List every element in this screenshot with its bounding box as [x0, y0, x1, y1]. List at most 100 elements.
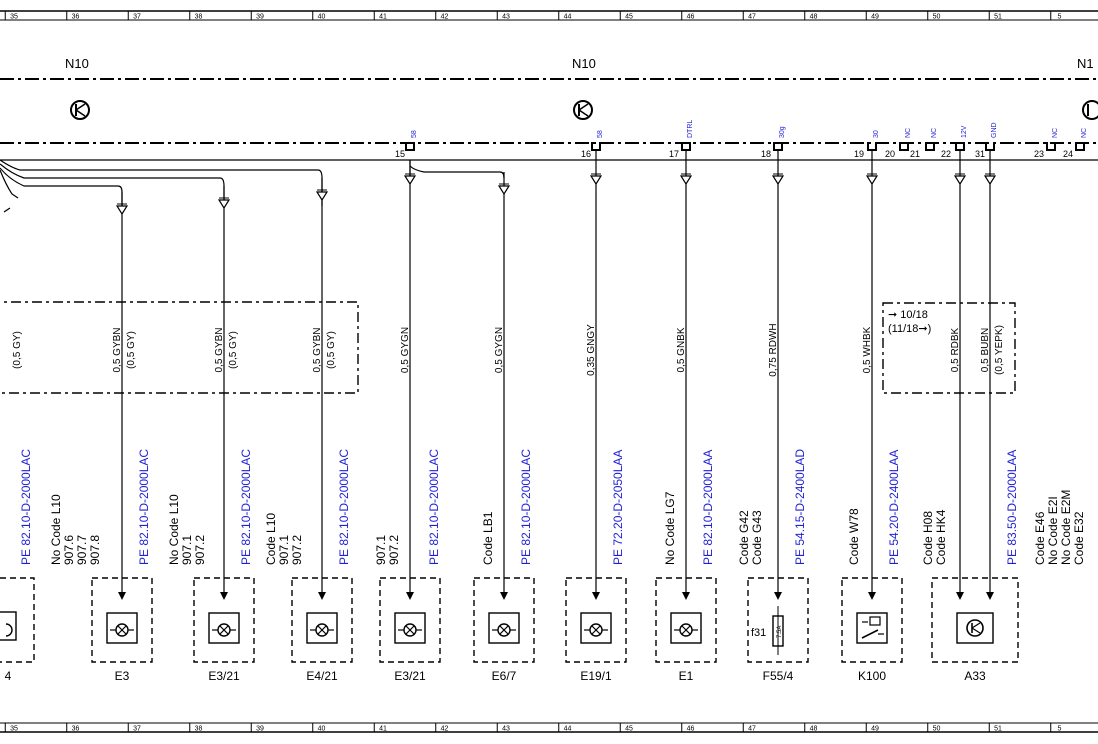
- component-label: E3: [115, 669, 130, 683]
- code-note: Code W78: [847, 508, 861, 565]
- wire-label: 0,35 GNGY: [586, 324, 597, 376]
- code-note-line: 907.1: [180, 535, 194, 565]
- code-note-line: 907.2: [193, 535, 207, 565]
- pin-number: 21: [910, 149, 920, 159]
- code-note-line: 907.7: [75, 535, 89, 565]
- connector-pin: 30 19: [854, 130, 880, 159]
- ruler-number: 50: [933, 14, 941, 21]
- wire-label: 0,5 RDBK: [950, 327, 961, 372]
- code-note: No Code LG7: [663, 491, 677, 565]
- control-unit-symbol-icon: [966, 619, 984, 637]
- component-label: E3/21: [394, 669, 426, 683]
- pin-number: 19: [854, 149, 864, 159]
- wire-label: 0,5 GNBK: [676, 327, 687, 372]
- document-reference-link[interactable]: PE 82.10-D-2000LAC: [19, 449, 33, 565]
- document-reference-link[interactable]: PE 82.10-D-2000LAA: [701, 450, 715, 565]
- ruler-number: 51: [994, 726, 1002, 733]
- document-reference-link[interactable]: PE 83.50-D-2000LAA: [1005, 450, 1019, 565]
- code-note-line: No Code E2M: [1059, 490, 1073, 565]
- ruler-number: 43: [502, 726, 510, 733]
- component-label: E1: [679, 669, 694, 683]
- ruler-number: 44: [564, 726, 572, 733]
- pin-signal-label: 58: [597, 130, 604, 138]
- code-note-line: Code G43: [750, 510, 764, 565]
- pin-number: 24: [1063, 149, 1073, 159]
- document-reference-link[interactable]: PE 54.15-D-2400LAD: [793, 449, 807, 565]
- code-note: Code LB1: [481, 511, 495, 565]
- ruler-number: 46: [687, 14, 695, 21]
- svg-text:(11/18➞): (11/18➞): [888, 323, 931, 335]
- wire-label-alt: (0,5 GY): [126, 331, 137, 369]
- component-label: F55/4: [763, 669, 794, 683]
- lamp-icon: [398, 623, 422, 637]
- pin-signal-label: DTRL: [687, 120, 694, 138]
- code-note-line: Code LB1: [481, 511, 495, 565]
- pin-number: 18: [761, 149, 771, 159]
- component-label: E3/21: [208, 669, 240, 683]
- component-e6-7: E6/7: [473, 577, 535, 683]
- module-label: N1: [1077, 56, 1094, 71]
- code-note-line: Code HK4: [934, 509, 948, 565]
- ruler-number: 39: [256, 14, 264, 21]
- module-label: N10: [572, 56, 596, 71]
- document-reference-link[interactable]: PE 82.10-D-2000LAC: [519, 449, 533, 565]
- pin-signal-label: 58: [411, 130, 418, 138]
- ruler-number: 45: [625, 726, 633, 733]
- pin-signal-label: 30: [873, 130, 880, 138]
- ruler-number: 44: [564, 14, 572, 21]
- component-e4-21: E4/21: [291, 577, 353, 683]
- pin-signal-label: 12V: [961, 125, 968, 138]
- date-note: ➞ 10/18 (11/18➞): [888, 309, 931, 335]
- document-reference-link[interactable]: PE 54.20-D-2400LAA: [887, 450, 901, 565]
- document-reference-link[interactable]: PE 82.10-D-2000LAC: [427, 449, 441, 565]
- component-label: 4: [5, 669, 12, 683]
- component-4: 4: [0, 577, 35, 683]
- ruler-number: 40: [318, 14, 326, 21]
- ruler-number: 37: [133, 726, 141, 733]
- component-e3-21: E3/21: [379, 577, 441, 683]
- control-unit-symbol-icon: [1082, 100, 1098, 120]
- wire-label: 0,5 GYBN: [112, 327, 123, 372]
- fuse-icon: 7.5A: [772, 606, 784, 655]
- ruler-number: 51: [994, 14, 1002, 21]
- wire-label: 0,75 RDWH: [768, 323, 779, 376]
- ruler-number: 45: [625, 14, 633, 21]
- ruler-number: 43: [502, 14, 510, 21]
- document-reference-link[interactable]: PE 82.10-D-2000LAC: [137, 449, 151, 565]
- ruler-number: 5: [1058, 726, 1062, 733]
- wire-label: 0,5 GYBN: [214, 327, 225, 372]
- document-reference-link[interactable]: PE 82.10-D-2000LAC: [239, 449, 253, 565]
- component-a33: A33: [931, 577, 1019, 683]
- wire-label-alt: (0,5 GY): [326, 331, 337, 369]
- wire-label: (0,5 GY): [12, 331, 23, 369]
- pin-number: 31: [975, 149, 985, 159]
- code-note-line: Code G42: [737, 510, 751, 565]
- document-reference-link[interactable]: PE 72.20-D-2050LAA: [611, 450, 625, 565]
- code-note-line: 907.2: [290, 535, 304, 565]
- component-k100: K100: [841, 577, 903, 683]
- component-label: E19/1: [580, 669, 612, 683]
- control-unit-symbol-icon: [70, 100, 90, 120]
- component-label: E6/7: [492, 669, 517, 683]
- code-note-line: No Code E2I: [1046, 496, 1060, 565]
- wire-drops: [115, 150, 997, 600]
- lamp-icon: [110, 623, 134, 637]
- ruler-number: 48: [810, 14, 818, 21]
- code-note-line: 907.8: [88, 535, 102, 565]
- wire-label: 0,5 GYGN: [400, 327, 411, 373]
- code-note-line: Code E46: [1033, 511, 1047, 565]
- code-note-line: 907.1: [374, 535, 388, 565]
- document-reference-link[interactable]: PE 82.10-D-2000LAC: [337, 449, 351, 565]
- wire-label: 0,5 WHBK: [862, 326, 873, 373]
- component-label: A33: [964, 669, 986, 683]
- ruler-number: 47: [748, 14, 756, 21]
